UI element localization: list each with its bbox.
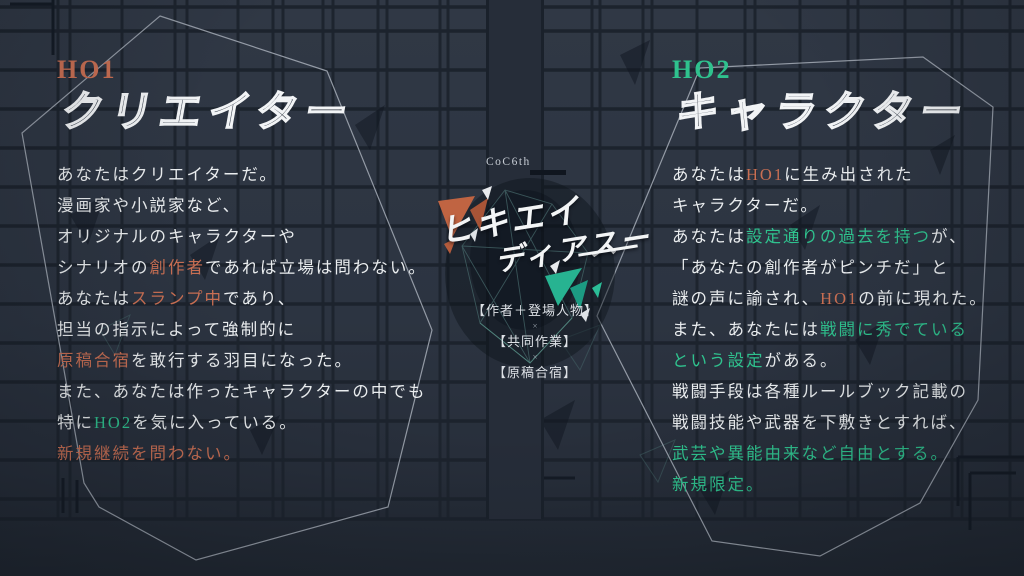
- text-line: シナリオの創作者であれば立場は問わない。: [57, 258, 427, 277]
- scenario-logo-block: CoC6th ヒキエイ ディアスー 【作者＋登場人物】×【共同作業】×【原稿合宿…: [430, 150, 654, 390]
- text-line: 新規限定。: [672, 475, 765, 494]
- multiply-separator: ×: [532, 352, 538, 362]
- tag-item: 【作者＋登場人物】: [471, 303, 598, 318]
- text-line: また、あなたには戦闘に秀でている: [672, 320, 968, 339]
- ho1-panel: HO1 クリエイター あなたはクリエイターだ。漫画家や小説家など、オリジナルのキ…: [57, 53, 477, 471]
- text-line: オリジナルのキャラクターや: [57, 227, 297, 246]
- text-line: あなたはスランプ中であり、: [57, 289, 297, 308]
- text-line: キャラクターだ。: [672, 196, 819, 215]
- text-line: 謎の声に諭され、HO1の前に現れた。: [672, 289, 988, 308]
- ho1-description: あなたはクリエイターだ。漫画家や小説家など、オリジナルのキャラクターやシナリオの…: [57, 161, 477, 471]
- text-line: 新規継続を問わない。: [57, 444, 242, 463]
- text-line: あなたはクリエイターだ。: [57, 165, 278, 184]
- text-line: あなたは設定通りの過去を持つが、: [672, 227, 968, 246]
- text-line: 漫画家や小説家など、: [57, 196, 242, 215]
- ho2-label: HO2: [672, 55, 732, 84]
- ho2-panel: HO2 キャラクター あなたはHO1に生み出されたキャラクターだ。あなたは設定通…: [672, 53, 1024, 502]
- left-heptagon-outline: [21, 15, 433, 561]
- orange-triangle-cluster: [438, 186, 492, 254]
- ho2-title: キャラクター: [672, 89, 974, 137]
- text-line: 担当の指示によって強制的に: [57, 320, 297, 339]
- tag-item: 【共同作業】: [492, 334, 577, 349]
- theme-tags: 【作者＋登場人物】 × 【共同作業】 × 【原稿合宿】: [430, 302, 640, 381]
- text-line: 戦闘手段は各種ルールブック記載の: [672, 382, 968, 401]
- text-line: 武芸や異能由来など自由とする。: [672, 444, 950, 463]
- text-line: また、あなたは作ったキャラクターの中でも: [57, 382, 427, 401]
- system-label: CoC6th: [486, 156, 531, 168]
- text-line: 原稿合宿を敢行する羽目になった。: [57, 351, 353, 370]
- text-line: あなたはHO1に生み出された: [672, 165, 914, 184]
- crystal-logo-graphic: [438, 178, 615, 368]
- teal-triangle-cluster: [545, 260, 602, 322]
- multiply-separator: ×: [532, 321, 538, 331]
- ho1-title: クリエイター: [57, 89, 359, 137]
- ho1-label: HO1: [57, 55, 117, 84]
- ho2-description: あなたはHO1に生み出されたキャラクターだ。あなたは設定通りの過去を持つが、「あ…: [672, 161, 1024, 502]
- tag-item: 【原稿合宿】: [492, 365, 577, 380]
- text-line: 戦闘技能や武器を下敷きとすれば、: [672, 413, 968, 432]
- system-underline-bar: [530, 170, 566, 175]
- right-heptagon-outline: [596, 56, 994, 557]
- text-line: 「あなたの創作者がピンチだ」と: [672, 258, 950, 277]
- text-line: という設定がある。: [672, 351, 839, 370]
- text-line: 特にHO2を気に入っている。: [57, 413, 298, 432]
